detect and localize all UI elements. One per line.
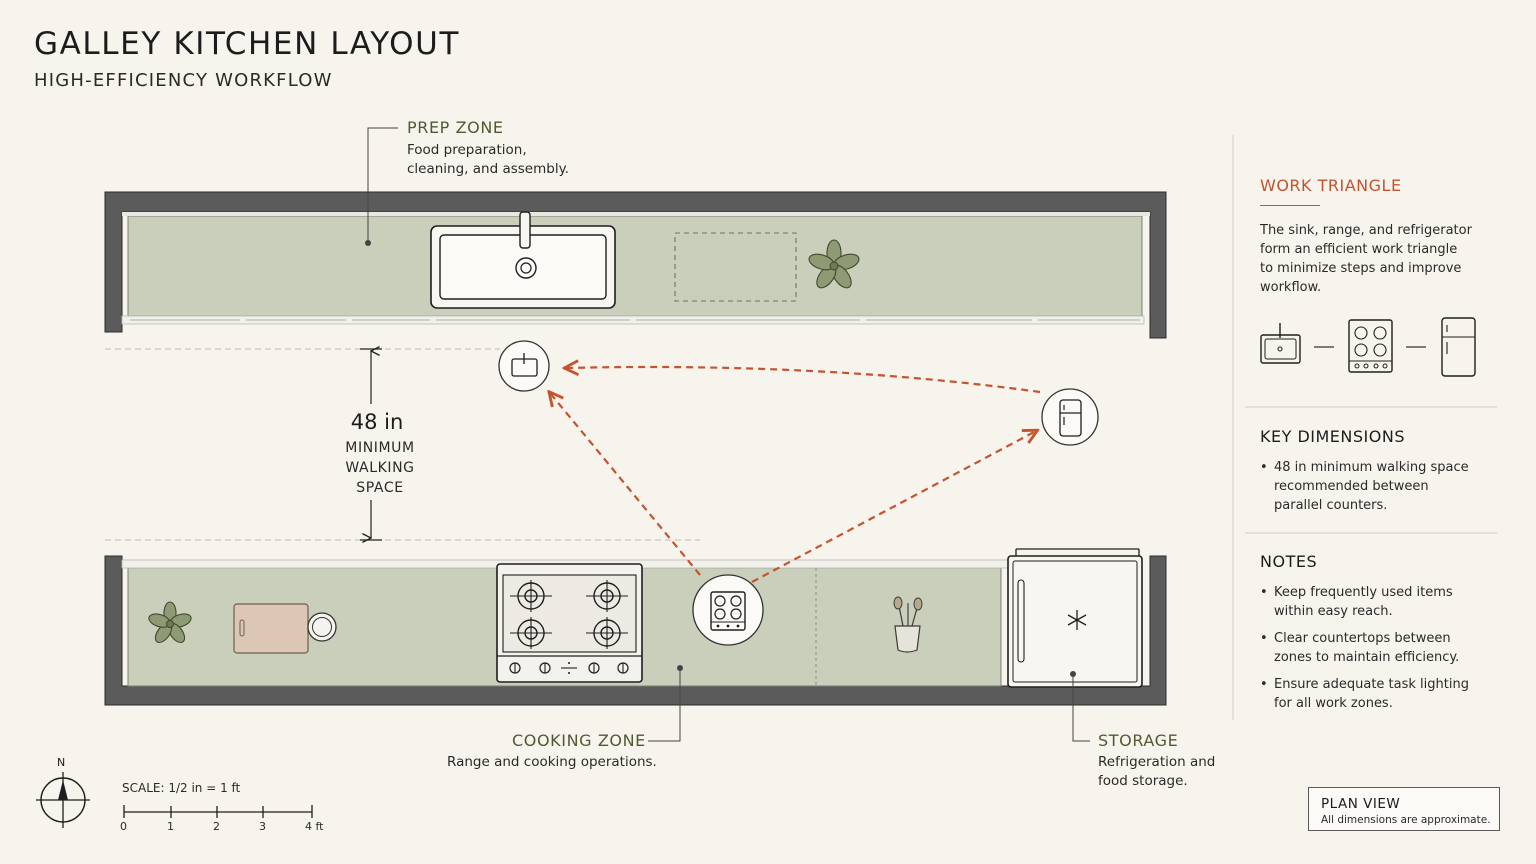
list-item-line: 48 in minimum walking space — [1274, 460, 1469, 475]
range-icon — [1348, 319, 1393, 373]
refrigerator-icon — [1007, 548, 1143, 688]
scale-label: SCALE: 1/2 in = 1 ft — [122, 781, 241, 795]
list-item-line: Keep frequently used items — [1274, 585, 1453, 600]
list-item-line: parallel counters. — [1274, 498, 1388, 513]
work-triangle-text: The sink, range, and refrigerator form a… — [1260, 221, 1500, 297]
prep-zone-leader — [365, 127, 398, 246]
plant-icon — [148, 601, 192, 644]
list-item-line: within easy reach. — [1274, 604, 1393, 619]
prep-area-outline — [674, 232, 797, 302]
plate-icon — [307, 612, 337, 642]
prep-zone-title: PREP ZONE — [407, 118, 504, 137]
notes-title: NOTES — [1260, 552, 1318, 571]
aisle-dimension — [105, 349, 700, 540]
prep-zone-description-line: Food preparation, — [407, 142, 527, 158]
scale-tick-label: 2 — [213, 820, 220, 833]
storage-zone-title: STORAGE — [1098, 731, 1179, 750]
prep-zone-description-line: cleaning, and assembly. — [407, 161, 569, 177]
work-triangle-text-line: form an efficient work triangle — [1260, 242, 1458, 257]
top-counter — [104, 191, 1167, 339]
page-title: GALLEY KITCHEN LAYOUT — [34, 26, 460, 62]
storage-zone-description-line: Refrigeration and — [1098, 754, 1216, 770]
storage-leader — [1070, 671, 1090, 742]
cooking-zone-title: COOKING ZONE — [512, 731, 646, 750]
snowflake-icon — [1067, 610, 1087, 630]
plan-view-title: PLAN VIEW — [1321, 796, 1401, 812]
prep-zone-description: Food preparation, cleaning, and assembly… — [407, 141, 569, 179]
aisle-label-line: SPACE — [356, 480, 404, 496]
sidebar-dividers — [1232, 135, 1497, 720]
storage-zone-description-line: food storage. — [1098, 773, 1188, 789]
list-item: Clear countertops between zones to maint… — [1260, 629, 1500, 667]
work-triangle-text-line: The sink, range, and refrigerator — [1260, 223, 1472, 238]
work-triangle-rule — [1260, 205, 1320, 206]
scale-tick-label: 3 — [259, 820, 266, 833]
notes-list: Keep frequently used items within easy r… — [1260, 583, 1500, 721]
list-item-line: zones to maintain efficiency. — [1274, 650, 1460, 665]
utensil-holder-icon — [893, 596, 923, 653]
sink-icon — [1260, 323, 1301, 364]
work-triangle-title: WORK TRIANGLE — [1260, 176, 1402, 195]
north-label: N — [57, 756, 66, 769]
list-item-line: for all work zones. — [1274, 696, 1393, 711]
sink-node-icon — [498, 340, 550, 392]
work-triangle-text-line: workflow. — [1260, 280, 1322, 295]
aisle-width-value: 48 in — [350, 410, 404, 434]
cutting-board-icon — [233, 603, 309, 654]
refrigerator-icon — [1441, 317, 1476, 377]
scale-tick-label: 1 — [167, 820, 174, 833]
scale-bar — [123, 805, 313, 818]
work-triangle-arrows — [550, 367, 1040, 583]
north-compass-icon — [36, 772, 90, 828]
range-icon — [496, 563, 643, 683]
page-subtitle: HIGH-EFFICIENCY WORKFLOW — [34, 70, 333, 91]
work-triangle-text-line: to minimize steps and improve — [1260, 261, 1462, 276]
list-item: Ensure adequate task lighting for all wo… — [1260, 675, 1500, 713]
storage-zone-description: Refrigeration and food storage. — [1098, 753, 1215, 791]
key-dimensions-title: KEY DIMENSIONS — [1260, 427, 1405, 446]
scale-tick-label: 4 ft — [305, 820, 324, 833]
cooking-zone-leader — [648, 665, 683, 742]
aisle-width-label: MINIMUM WALKING SPACE — [320, 438, 440, 498]
aisle-label-line: WALKING — [345, 460, 415, 476]
list-item-line: Ensure adequate task lighting — [1274, 677, 1469, 692]
list-item-line: recommended between — [1274, 479, 1429, 494]
scale-tick-label: 0 — [120, 820, 127, 833]
aisle-label-line: MINIMUM — [345, 440, 415, 456]
range-node-icon — [692, 574, 764, 646]
plan-view-box: PLAN VIEW All dimensions are approximate… — [1308, 787, 1500, 831]
key-dimensions-list: 48 in minimum walking space recommended … — [1260, 458, 1500, 523]
list-item: 48 in minimum walking space recommended … — [1260, 458, 1500, 515]
cooking-zone-description: Range and cooking operations. — [447, 754, 657, 770]
sink-icon — [430, 211, 616, 309]
plan-view-note: All dimensions are approximate. — [1321, 814, 1491, 826]
refrigerator-node-icon — [1041, 388, 1099, 446]
list-item: Keep frequently used items within easy r… — [1260, 583, 1500, 621]
plant-icon — [808, 239, 860, 289]
list-item-line: Clear countertops between — [1274, 631, 1451, 646]
